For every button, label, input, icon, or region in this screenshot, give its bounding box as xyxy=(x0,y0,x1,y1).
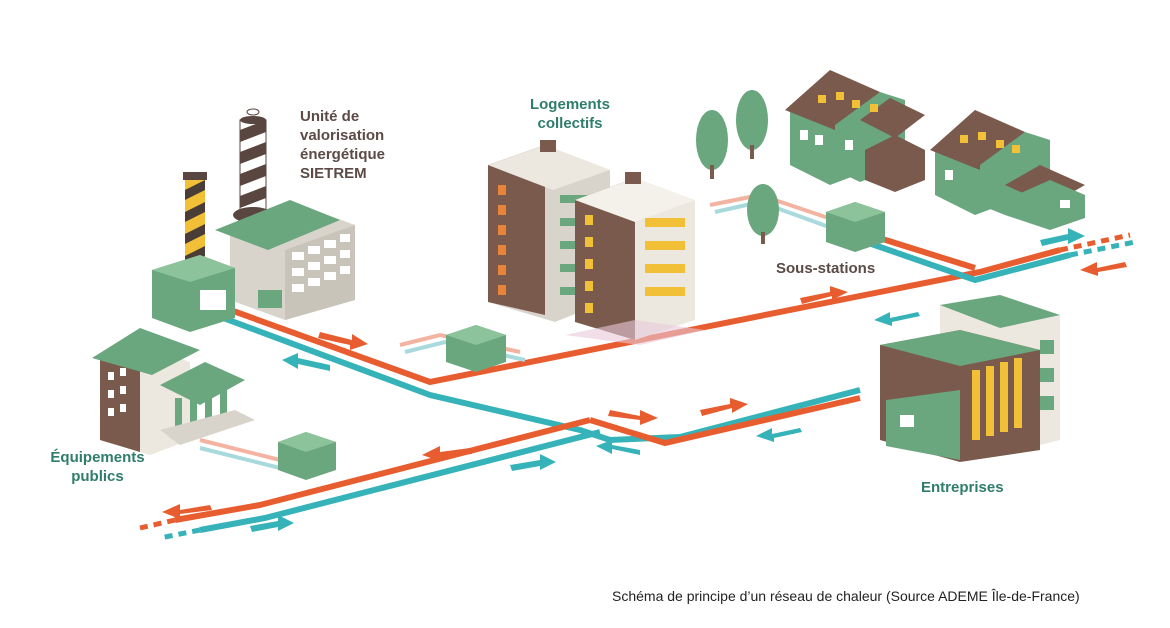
return-arrow-icon xyxy=(756,428,802,442)
return-arrow-icon xyxy=(282,353,330,371)
striped-chimney xyxy=(233,108,273,223)
house-substation xyxy=(826,202,885,252)
housing-label-line: Logements xyxy=(529,96,610,113)
return-arrow-icon xyxy=(1040,228,1085,246)
public-label-line: Équipements xyxy=(50,449,145,466)
incinerator-label-line: Unité de xyxy=(300,108,360,125)
incinerator-plant xyxy=(152,108,355,332)
incinerator-label: Unité de valorisation énergétique SIETRE… xyxy=(300,107,410,183)
incinerator-label-line: SIETREM xyxy=(300,165,367,182)
flow-arrows xyxy=(162,228,1127,532)
public-label: Équipements publics xyxy=(40,448,155,486)
companies-label: Entreprises xyxy=(921,479,1004,496)
house-1 xyxy=(785,70,925,192)
return-arrow-icon xyxy=(874,312,920,326)
supply-pipe-main xyxy=(173,247,1061,386)
supply-pipe-left-branch xyxy=(174,417,591,523)
supply-arrow-icon xyxy=(318,332,368,350)
return-arrow-icon xyxy=(596,440,640,455)
housing-label: Logements collectifs xyxy=(520,95,620,133)
companies-building xyxy=(880,295,1060,462)
tree-icon xyxy=(736,90,768,159)
return-arrow-icon xyxy=(250,515,294,532)
supply-arrow-icon xyxy=(800,286,848,304)
supply-arrow-icon xyxy=(700,398,748,416)
housing-label-line: collectifs xyxy=(537,115,603,132)
public-substation xyxy=(278,432,336,480)
public-building xyxy=(92,328,336,480)
return-arrow-icon xyxy=(510,454,556,471)
pipe-network xyxy=(139,192,1136,541)
public-label-line: publics xyxy=(71,468,124,485)
figure-caption: Schéma de principe d’un réseau de chaleu… xyxy=(612,588,1080,604)
supply-pipe-right xyxy=(589,395,861,447)
tree-icon xyxy=(696,110,728,179)
incinerator-label-line: valorisation xyxy=(300,127,385,144)
return-pipe-left-branch xyxy=(199,429,601,533)
return-pipe-substation xyxy=(859,237,1071,284)
housing-substation xyxy=(446,325,506,372)
collective-housing xyxy=(446,140,705,372)
substations-label: Sous-stations xyxy=(776,260,876,277)
incinerator-label-line: énergétique xyxy=(300,146,386,163)
houses xyxy=(696,70,1085,252)
supply-arrow-icon xyxy=(162,504,212,519)
tree-icon xyxy=(747,184,779,244)
yellow-chimney xyxy=(183,172,207,268)
house-2 xyxy=(930,110,1085,230)
supply-arrow-icon xyxy=(1080,262,1127,276)
supply-arrow-icon xyxy=(608,410,658,425)
supply-arrow-icon xyxy=(422,446,472,461)
